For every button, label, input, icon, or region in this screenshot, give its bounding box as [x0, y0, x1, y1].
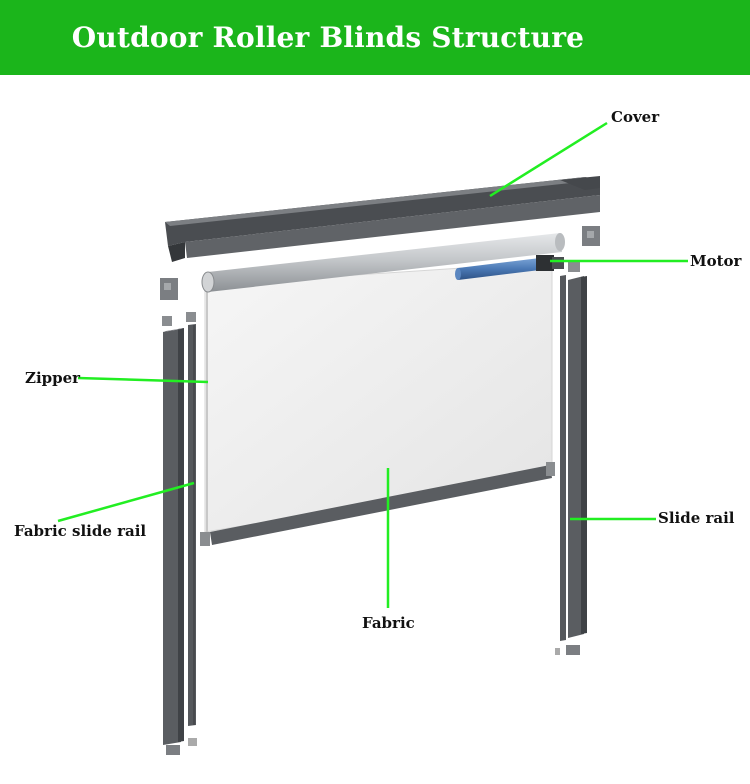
- end-cap-right: [582, 226, 600, 246]
- label-motor: Motor: [690, 252, 742, 270]
- leader-fabric-slide-rail: [57, 481, 195, 523]
- label-cover: Cover: [611, 108, 660, 126]
- left-fabric-slide-rail: [186, 312, 197, 746]
- label-fabric-slide-rail: Fabric slide rail: [14, 522, 147, 540]
- end-cap-left: [160, 278, 178, 300]
- leader-cover: [489, 121, 608, 198]
- title-banner: Outdoor Roller Blinds Structure: [0, 0, 750, 75]
- leader-zipper: [77, 376, 209, 384]
- right-slide-rail: [555, 262, 587, 655]
- fabric-part: [204, 261, 553, 533]
- left-slide-rail: [162, 316, 184, 755]
- label-fabric: Fabric: [362, 614, 415, 632]
- leader-lines: [57, 121, 688, 608]
- label-slide-rail: Slide rail: [658, 509, 735, 527]
- roller-tube: [201, 233, 565, 293]
- label-zipper: Zipper: [25, 369, 81, 387]
- page-title: Outdoor Roller Blinds Structure: [71, 21, 585, 54]
- bottom-bar: [200, 462, 555, 546]
